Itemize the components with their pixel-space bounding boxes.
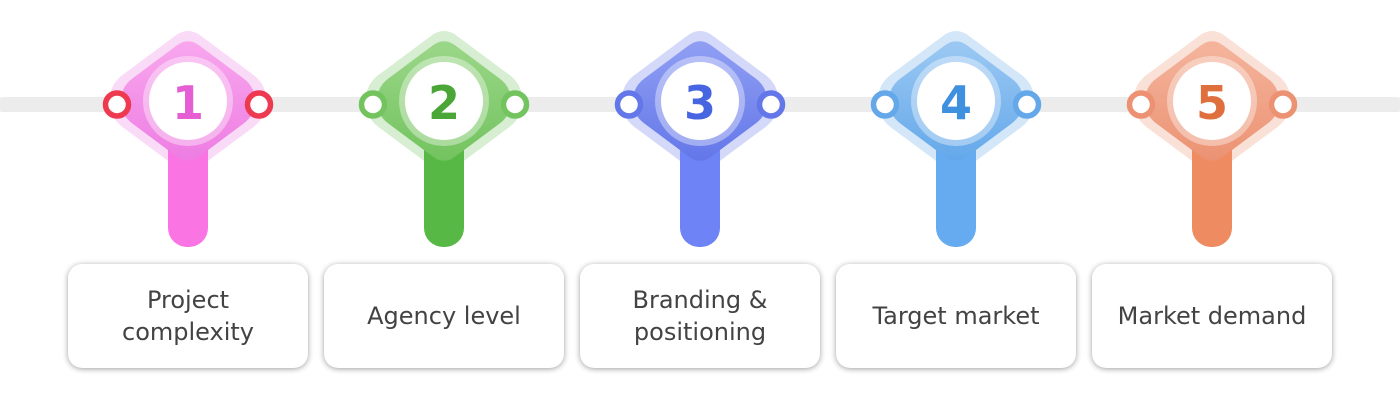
number-disc [149, 62, 227, 140]
right-connector-dot [1012, 90, 1042, 119]
step-marker-4: 4 [866, 20, 1046, 252]
step-card-4: Target market [836, 264, 1076, 368]
step-number: 2 [428, 76, 460, 130]
step-marker-2: 2 [354, 20, 534, 252]
step-marker-graphic: 5 [1126, 31, 1298, 247]
step-card-label: Target market [872, 301, 1040, 330]
step-marker-graphic: 1 [102, 31, 274, 247]
step-card-3: Branding & positioning [580, 264, 820, 368]
step-card-label: Market demand [1117, 301, 1307, 330]
step-card-5: Market demand [1092, 264, 1332, 368]
left-connector-dot [1126, 90, 1156, 119]
step-marker-graphic: 3 [614, 31, 786, 247]
step-number: 3 [684, 76, 716, 130]
number-disc [1173, 62, 1251, 140]
step-card-label: Branding & positioning [632, 285, 768, 346]
right-connector-dot [500, 90, 530, 119]
step-marker-graphic: 2 [358, 31, 530, 247]
number-disc [405, 62, 483, 140]
right-connector-dot [756, 90, 786, 119]
step-card-label: Agency level [367, 301, 521, 330]
step-number: 4 [940, 76, 972, 130]
number-disc [661, 62, 739, 140]
step-card-label: Project complexity [122, 285, 254, 346]
step-marker-3: 3 [610, 20, 790, 252]
step-marker-1: 1 [98, 20, 278, 252]
left-connector-dot [614, 90, 644, 119]
step-marker-5: 5 [1122, 20, 1302, 252]
left-connector-dot [358, 90, 388, 119]
step-number: 1 [172, 76, 204, 130]
step-card-1: Project complexity [68, 264, 308, 368]
step-card-2: Agency level [324, 264, 564, 368]
left-connector-dot [870, 90, 900, 119]
step-number: 5 [1196, 76, 1228, 130]
right-connector-dot [244, 90, 274, 119]
right-connector-dot [1268, 90, 1298, 119]
number-disc [917, 62, 995, 140]
step-marker-graphic: 4 [870, 31, 1042, 247]
left-connector-dot [102, 90, 132, 119]
